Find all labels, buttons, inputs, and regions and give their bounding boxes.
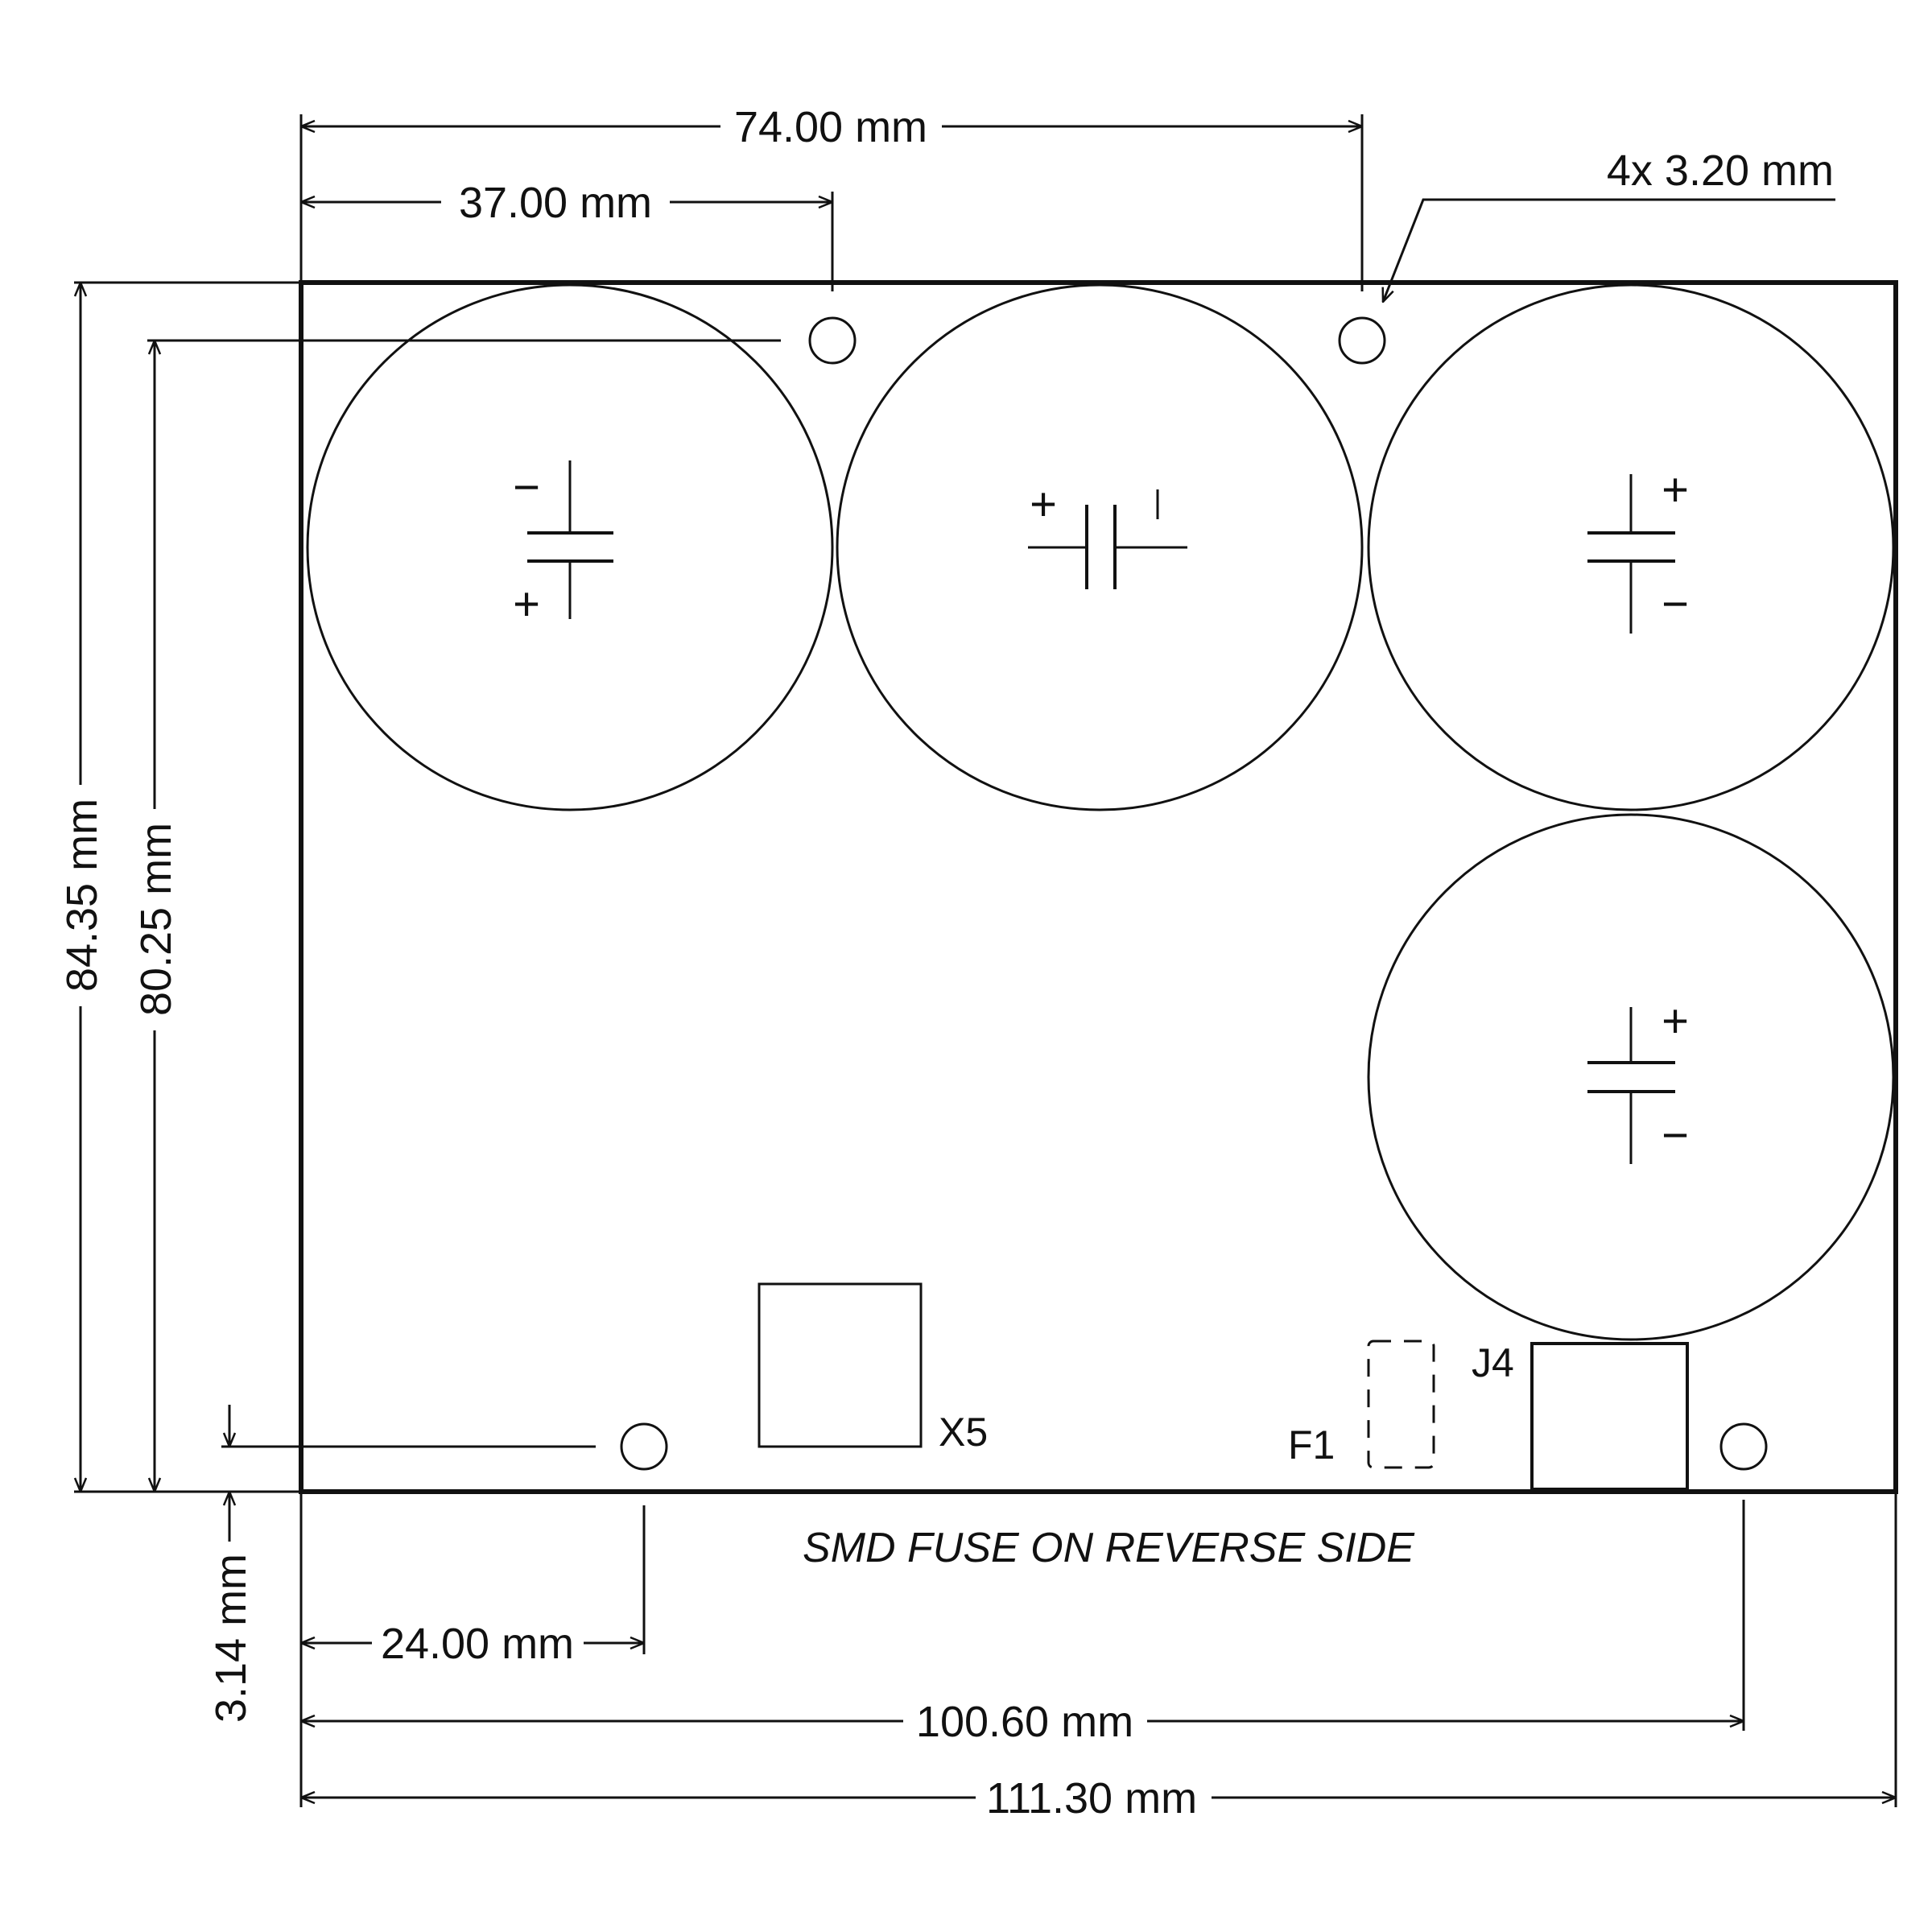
component-x5 [758,1282,923,1448]
capacitor-symbol-icon [1028,489,1187,589]
capacitor-top-left: − + [306,283,834,811]
capacitor-symbol-icon [527,460,613,619]
label-f1: F1 [1288,1422,1335,1468]
dimension-74mm-label: 74.00 mm [734,103,927,151]
dimension-80mm-label: 80.25 mm [132,823,180,1016]
dimension-3mm [221,1405,596,1542]
mounting-hole-top-left [808,316,857,365]
hole-diameter-leader [1383,198,1835,302]
capacitor-symbol-icon [1587,474,1675,634]
capacitor-symbol-icon [1587,1007,1675,1164]
capacitor-top-right: + − [1367,283,1895,811]
dimension-24mm-label: 24.00 mm [381,1620,574,1668]
label-x5: X5 [939,1410,988,1455]
dimension-100mm-label: 100.60 mm [916,1698,1133,1746]
label-j4: J4 [1472,1340,1514,1385]
dimension-80mm [147,339,781,1492]
component-j4 [1530,1342,1689,1491]
dimension-3mm-label: 3.14 mm [207,1554,255,1723]
polarity-plus: + [1662,995,1689,1047]
capacitor-bottom-right: + − [1367,813,1895,1341]
dimension-37mm [301,192,834,291]
polarity-plus: + [513,578,540,630]
dimension-24mm [299,1492,646,1807]
component-f1 [1367,1340,1435,1469]
dimension-111mm [301,1492,1897,1807]
dimension-100mm [301,1500,1745,1731]
mounting-hole-bottom-right [1719,1422,1768,1471]
dimension-37mm-label: 37.00 mm [459,179,652,227]
dimension-84mm-label: 84.35 mm [58,799,106,992]
board-outline [299,280,1898,1494]
hole-diameter-label: 4x 3.20 mm [1607,147,1834,195]
polarity-minus: − [513,461,540,514]
polarity-minus: − [1662,1109,1689,1162]
mounting-hole-top-right [1338,316,1386,365]
mounting-hole-bottom-left [620,1422,668,1471]
fuse-note: SMD FUSE ON REVERSE SIDE [803,1525,1415,1571]
dimension-84mm [74,281,301,1493]
polarity-plus: + [1030,478,1057,530]
capacitor-top-middle: + [836,283,1364,811]
dimension-111mm-label: 111.30 mm [986,1774,1197,1823]
polarity-minus: − [1662,578,1689,630]
polarity-plus: + [1662,464,1689,516]
